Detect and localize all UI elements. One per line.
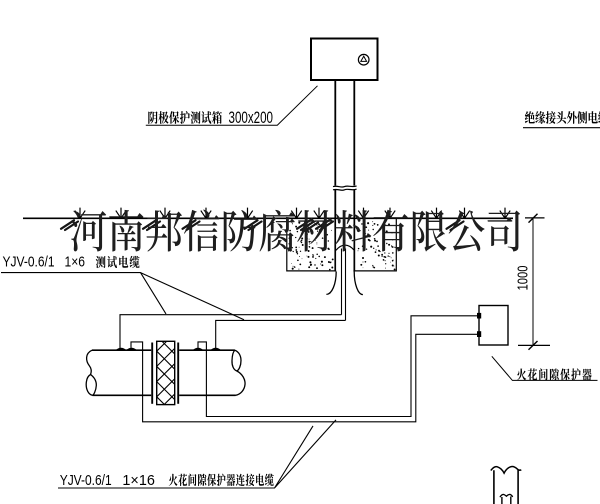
svg-text:YJV-0.6/1: YJV-0.6/1 — [3, 255, 55, 271]
svg-text:1×16: 1×16 — [122, 473, 154, 489]
svg-text:1000: 1000 — [515, 266, 532, 291]
svg-text:1×6: 1×6 — [65, 255, 86, 271]
svg-text:YJV-0.6/1: YJV-0.6/1 — [60, 473, 112, 489]
svg-text:300x200: 300x200 — [229, 108, 274, 127]
